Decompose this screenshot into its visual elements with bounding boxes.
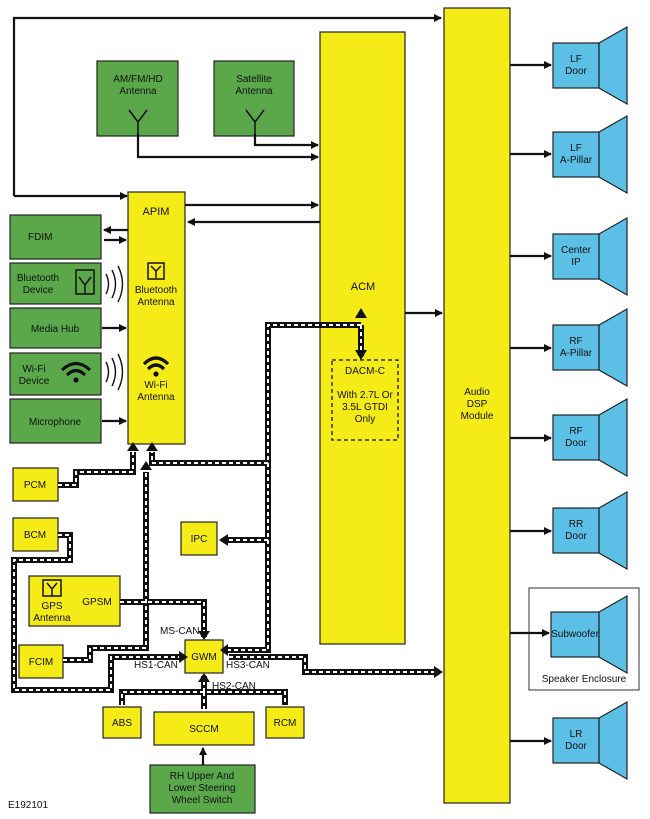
am-fm-label-2: Antenna — [119, 86, 157, 97]
speaker-rf-door — [552, 397, 628, 478]
wifi-antenna-icon — [142, 356, 170, 377]
bluetooth-antenna-icon — [147, 262, 165, 280]
media-hub-box — [9, 307, 102, 349]
speaker-label-3-2: A-Pillar — [560, 348, 593, 359]
wifi-signal-icon — [105, 353, 124, 391]
wifi-antenna-label-2: Antenna — [137, 392, 175, 403]
satellite-label-2: Antenna — [235, 86, 273, 97]
speaker-lf-door — [552, 25, 628, 106]
sccm-label: SCCM — [189, 724, 218, 735]
signal-lines — [12, 14, 552, 765]
speaker-label-4-1: RF — [569, 426, 582, 437]
pcm-label: PCM — [24, 480, 46, 491]
speaker-lf-a-pillar — [552, 114, 628, 195]
speaker-lr-door — [552, 700, 628, 781]
acm-label: ACM — [351, 281, 375, 293]
speaker-rr-door — [552, 490, 628, 571]
dacm-note-1: With 2.7L Or — [337, 390, 393, 401]
gpsm-box — [28, 575, 121, 627]
rcm-label: RCM — [274, 718, 297, 729]
steering-label-3: Wheel Switch — [172, 795, 233, 806]
wifi-device-label-1: Wi-Fi — [22, 364, 45, 375]
rcm-box — [265, 706, 305, 739]
bt-device-label-1: Bluetooth — [17, 273, 59, 284]
speaker-label-5-1: RR — [569, 519, 583, 530]
steering-label-2: Lower Steering — [168, 783, 235, 794]
am-fm-label-1: AM/FM/HD — [113, 74, 162, 85]
speaker-label-7-1: LR — [570, 729, 583, 740]
bt-device-label-2: Device — [23, 285, 54, 296]
media-hub-label: Media Hub — [31, 324, 80, 335]
abs-box — [102, 706, 142, 739]
speaker-label-2-2: IP — [571, 257, 581, 268]
gps-antenna-icon — [42, 579, 62, 597]
audio-dsp-module — [443, 7, 511, 804]
microphone-label: Microphone — [29, 417, 82, 428]
fdim-label: FDIM — [28, 232, 52, 243]
speaker-label-7-2: Door — [565, 741, 587, 752]
audio-dsp-label-2: DSP — [467, 399, 488, 410]
audio-dsp-label-3: Module — [461, 411, 494, 422]
abs-label: ABS — [112, 718, 132, 729]
can-arrowheads — [127, 308, 443, 682]
speaker-label-1-1: LF — [570, 143, 582, 154]
speaker-label-2-1: Center — [561, 245, 592, 256]
dacm-note-2: 3.5L GTDI — [342, 402, 388, 413]
wifi-device-icon — [60, 361, 92, 383]
speaker-label-0-1: LF — [570, 54, 582, 65]
gpsm-label: GPSM — [82, 597, 111, 608]
ipc-label: IPC — [191, 534, 208, 545]
speaker-label-3-1: RF — [569, 336, 582, 347]
sccm-box — [153, 711, 255, 746]
steering-label-1: RH Upper And — [170, 771, 234, 782]
speaker-label-5-2: Door — [565, 531, 587, 542]
apim-module — [127, 191, 186, 445]
speaker-label-0-2: Door — [565, 66, 587, 77]
am-fm-antenna-box — [96, 60, 179, 137]
figure-id: E192101 — [8, 800, 48, 811]
speaker-label-6-1: Subwoofer — [551, 629, 599, 640]
dacm-c-box — [331, 359, 399, 441]
satellite-label-1: Satellite — [236, 74, 272, 85]
am-fm-antenna-icon — [128, 109, 148, 135]
bt-antenna-label-1: Bluetooth — [135, 285, 177, 296]
fdim-box — [9, 214, 102, 260]
speaker-center-ip — [552, 216, 628, 297]
speaker-subwoofer — [550, 594, 628, 675]
bcm-label: BCM — [24, 530, 46, 541]
audio-dsp-label-1: Audio — [464, 387, 490, 398]
bcm-box — [12, 517, 59, 552]
fcim-label: FCIM — [29, 657, 53, 668]
dacm-note-3: Only — [355, 414, 376, 425]
gps-antenna-label-2: Antenna — [33, 613, 71, 624]
wifi-device-label-2: Device — [19, 376, 50, 387]
bt-antenna-label-2: Antenna — [137, 297, 175, 308]
speaker-enclosure-label: Speaker Enclosure — [542, 674, 627, 685]
gwm-label: GWM — [191, 652, 217, 663]
speakers — [528, 25, 640, 781]
satellite-antenna-box — [213, 60, 295, 137]
ipc-box — [180, 521, 218, 556]
microphone-box — [9, 398, 102, 444]
satellite-antenna-icon — [245, 109, 265, 135]
speaker-rf-a-pillar — [552, 307, 628, 388]
apim-label: APIM — [143, 206, 170, 218]
bluetooth-signal-icon — [105, 265, 124, 303]
ms-can-label: MS-CAN — [160, 626, 199, 637]
can-bus-dashes — [13, 324, 438, 709]
hs1-can-label: HS1-CAN — [134, 660, 178, 671]
dacm-label: DACM-C — [345, 366, 385, 377]
hs2-can-label: HS2-CAN — [212, 681, 256, 692]
speaker-label-1-2: A-Pillar — [560, 155, 593, 166]
wifi-antenna-label-1: Wi-Fi — [144, 380, 167, 391]
speaker-label-4-2: Door — [565, 438, 587, 449]
gps-antenna-label-1: GPS — [41, 601, 62, 612]
hs3-can-label: HS3-CAN — [226, 660, 270, 671]
steering-wheel-switch-box — [149, 764, 256, 814]
bluetooth-device-icon — [75, 269, 95, 295]
